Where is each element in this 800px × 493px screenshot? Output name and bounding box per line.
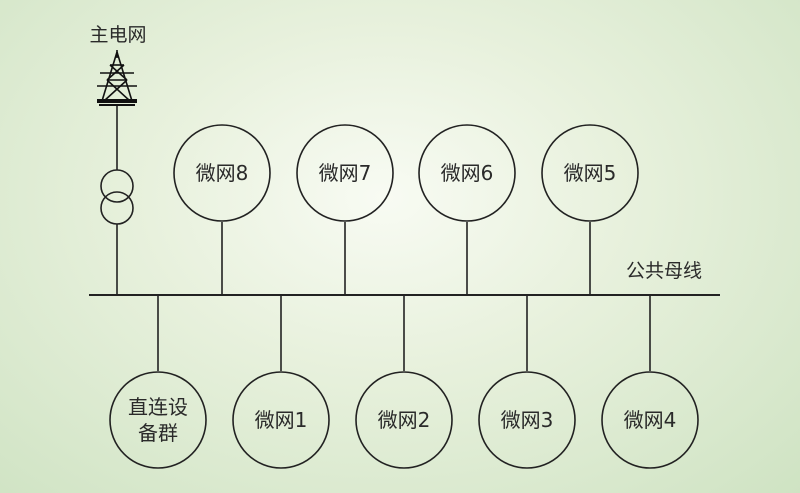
bottom-node-mg4: 微网4	[601, 295, 699, 469]
top-node-mg8: 微网8	[173, 124, 271, 295]
bottom-node-direct: 直连设 备群	[109, 295, 207, 469]
bottom-node-mg3: 微网3	[478, 295, 576, 469]
main-grid-label: 主电网	[89, 24, 146, 46]
bottom-node-label: 微网4	[624, 408, 677, 432]
top-node-label: 微网5	[564, 161, 617, 185]
top-node-label: 微网8	[196, 161, 249, 185]
top-node-mg6: 微网6	[418, 124, 516, 295]
transformer-icon	[100, 169, 134, 225]
bottom-node-label-line1: 直连设	[128, 395, 188, 419]
top-node-label: 微网7	[319, 161, 372, 185]
bottom-node-label-line2: 备群	[138, 421, 178, 445]
bottom-node-label: 微网1	[255, 408, 308, 432]
top-node-label: 微网6	[441, 161, 494, 185]
bottom-node-label: 微网3	[501, 408, 554, 432]
bottom-node-label: 微网2	[378, 408, 431, 432]
transmission-tower-icon	[97, 50, 137, 106]
common-bus-label: 公共母线	[626, 260, 702, 282]
bottom-node-mg2: 微网2	[355, 295, 453, 469]
bottom-node-mg1: 微网1	[232, 295, 330, 469]
top-node-mg5: 微网5	[541, 124, 639, 295]
top-node-mg7: 微网7	[296, 124, 394, 295]
